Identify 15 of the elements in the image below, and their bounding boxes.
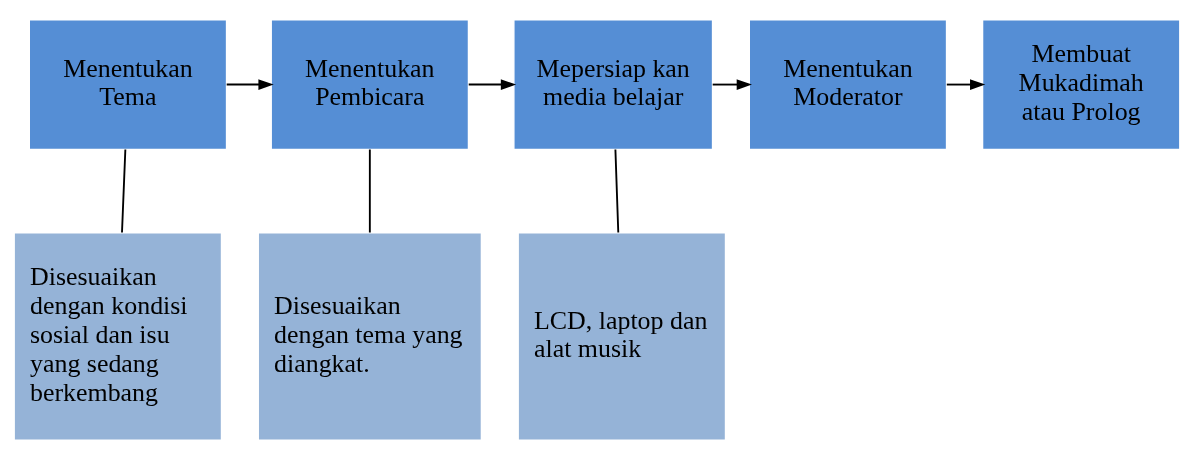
node-box: Menentukan Moderator — [748, 18, 948, 150]
connector — [121, 148, 127, 233]
arrow — [225, 78, 274, 90]
node-box: LCD, laptop dan alat musik — [517, 231, 727, 441]
connector — [368, 148, 371, 233]
arrow — [711, 78, 752, 90]
connector — [614, 148, 620, 233]
node-box: Menentukan Pembicara — [270, 18, 470, 150]
node-box: Disesuaikan dengan tema yang diangkat. — [257, 231, 483, 441]
node-box: Disesuaikan dengan kondisi sosial dan isu yang sedang berkembang — [13, 231, 223, 441]
node-box: Mepersiap kan media belajar — [513, 18, 714, 150]
node-box: Membuat Mukadimah atau Prolog — [981, 18, 1181, 150]
arrow — [467, 78, 517, 90]
node-box: Menentukan Tema — [28, 18, 228, 150]
arrow — [945, 78, 986, 90]
